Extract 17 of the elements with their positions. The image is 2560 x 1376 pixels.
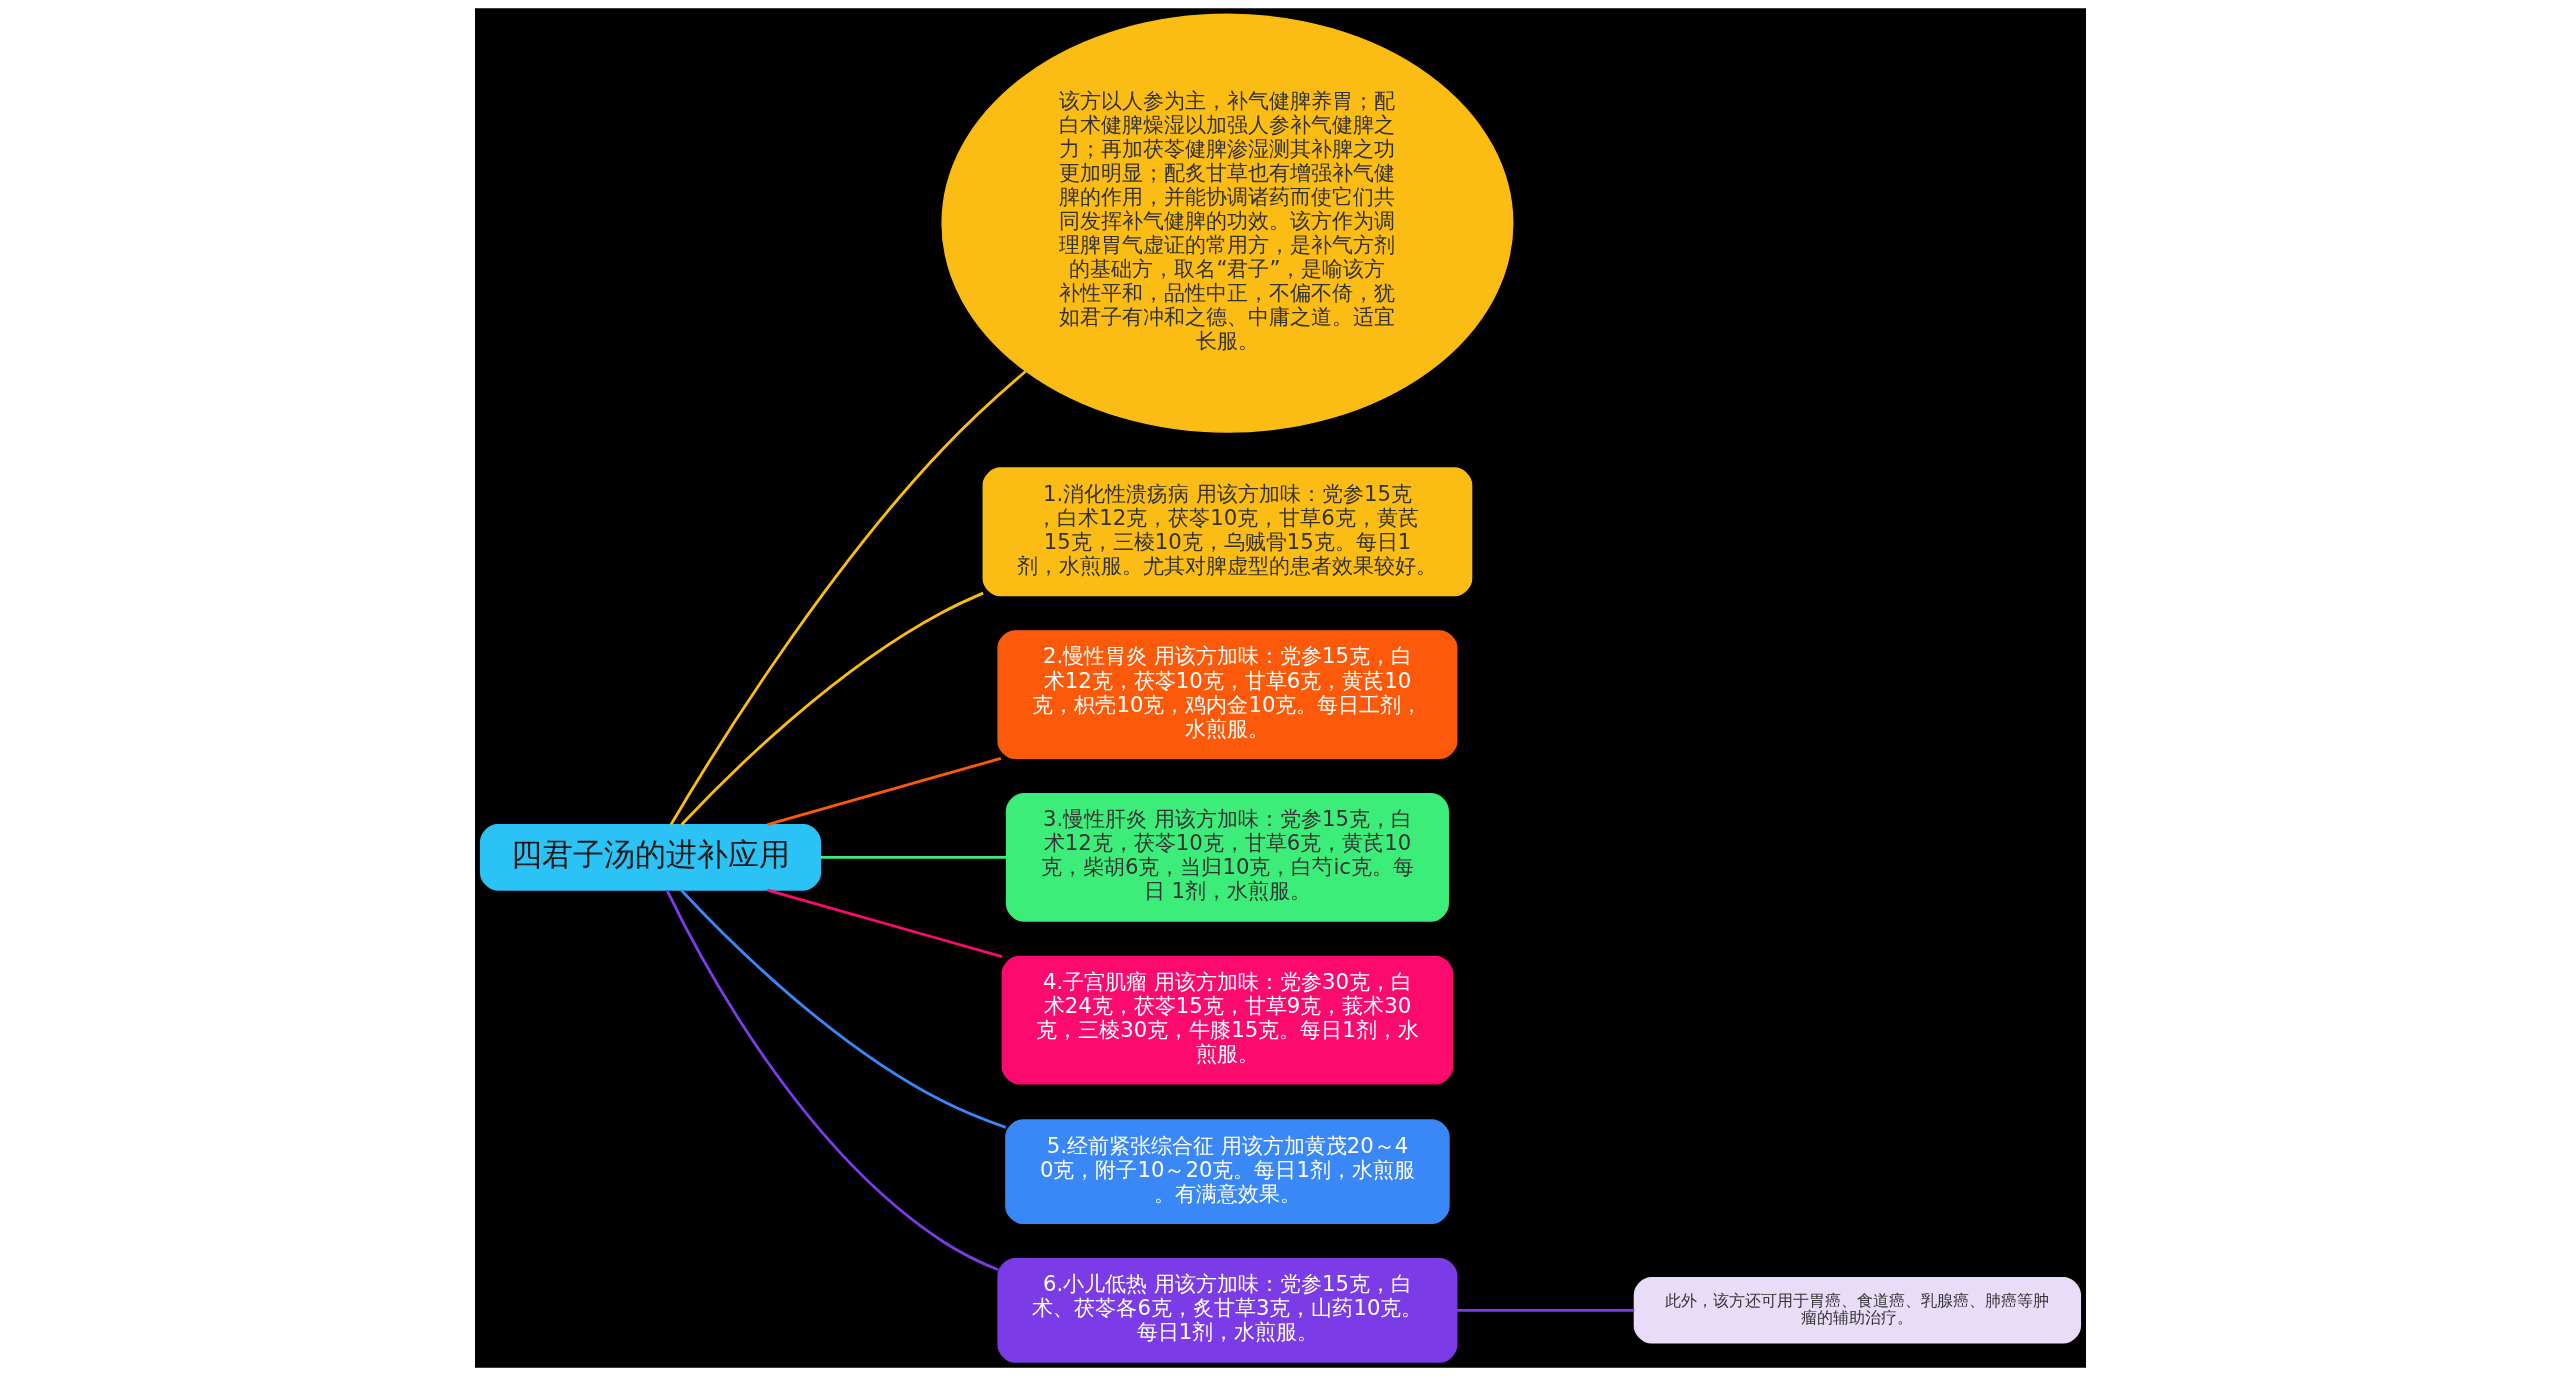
node-box: 1.消化性溃疡病 用该方加味：党参15克，白术12克，茯苓10克，甘草6克，黄芪15克，三棱10克，乌贼骨15克。每日1剂，水煎服。尤其对脾虚型的患者效果较好。 bbox=[982, 467, 1472, 597]
node-box: 3.慢性肝炎 用该方加味：党参15克，白术12克，茯苓10克，甘草6克，黄芪10克，柴胡6克，当归10克，白芍ic克。每日 1剂，水煎服。 bbox=[1005, 792, 1449, 922]
node-box: 6.小儿低热 用该方加味：党参15克，白术、茯苓各6克，炙甘草3克，山药10克。每日1剂，水煎服。 bbox=[996, 1257, 1457, 1363]
connector bbox=[1456, 1308, 1634, 1312]
connector bbox=[766, 757, 1001, 826]
connector bbox=[665, 889, 999, 1272]
node-box: 此外，该方还可用于胃癌、食道癌、乳腺癌、肺癌等肿瘤的辅助治疗。 bbox=[1633, 1277, 2081, 1344]
connector bbox=[820, 855, 1006, 859]
connector bbox=[679, 889, 1006, 1129]
node-box: 4.子宫肌瘤 用该方加味：党参30克，白术24克，茯苓15克，甘草9克，莪术30克，三棱30克，牛膝15克。每日1剂，水煎服。 bbox=[1001, 955, 1453, 1085]
node-ellipse: 该方以人参为主，补气健脾养胃；配白术健脾燥湿以加强人参补气健脾之力；再加茯苓健脾渗湿测其补脾之功更加明显；配炙甘草也有增强补气健脾的作用，并能协调诸药而使它们共同发挥补气健脾的功效。该方作为调理脾胃气虚证的常用方，是补气方剂的基础方，取名“君子”，是喻该方补性平和，品性中正，不偏不倚，犹如君子有冲和之德、中庸之道。适宜长服。 bbox=[940, 13, 1513, 433]
connector bbox=[680, 591, 984, 826]
node-box: 2.慢性胃炎 用该方加味：党参15克，白术12克，茯苓10克，甘草6克，黄芪10克，枳壳10克，鸡内金10克。每日工剂，水煎服。 bbox=[996, 630, 1457, 759]
connector bbox=[766, 888, 1002, 959]
connector bbox=[669, 370, 1026, 826]
node-box: 四君子汤的进补应用 bbox=[479, 824, 821, 891]
node-box: 5.经前紧张综合征 用该方加黄茂20～40克，附子10～20克。每日1剂，水煎服。有满意效果。 bbox=[1004, 1119, 1450, 1224]
